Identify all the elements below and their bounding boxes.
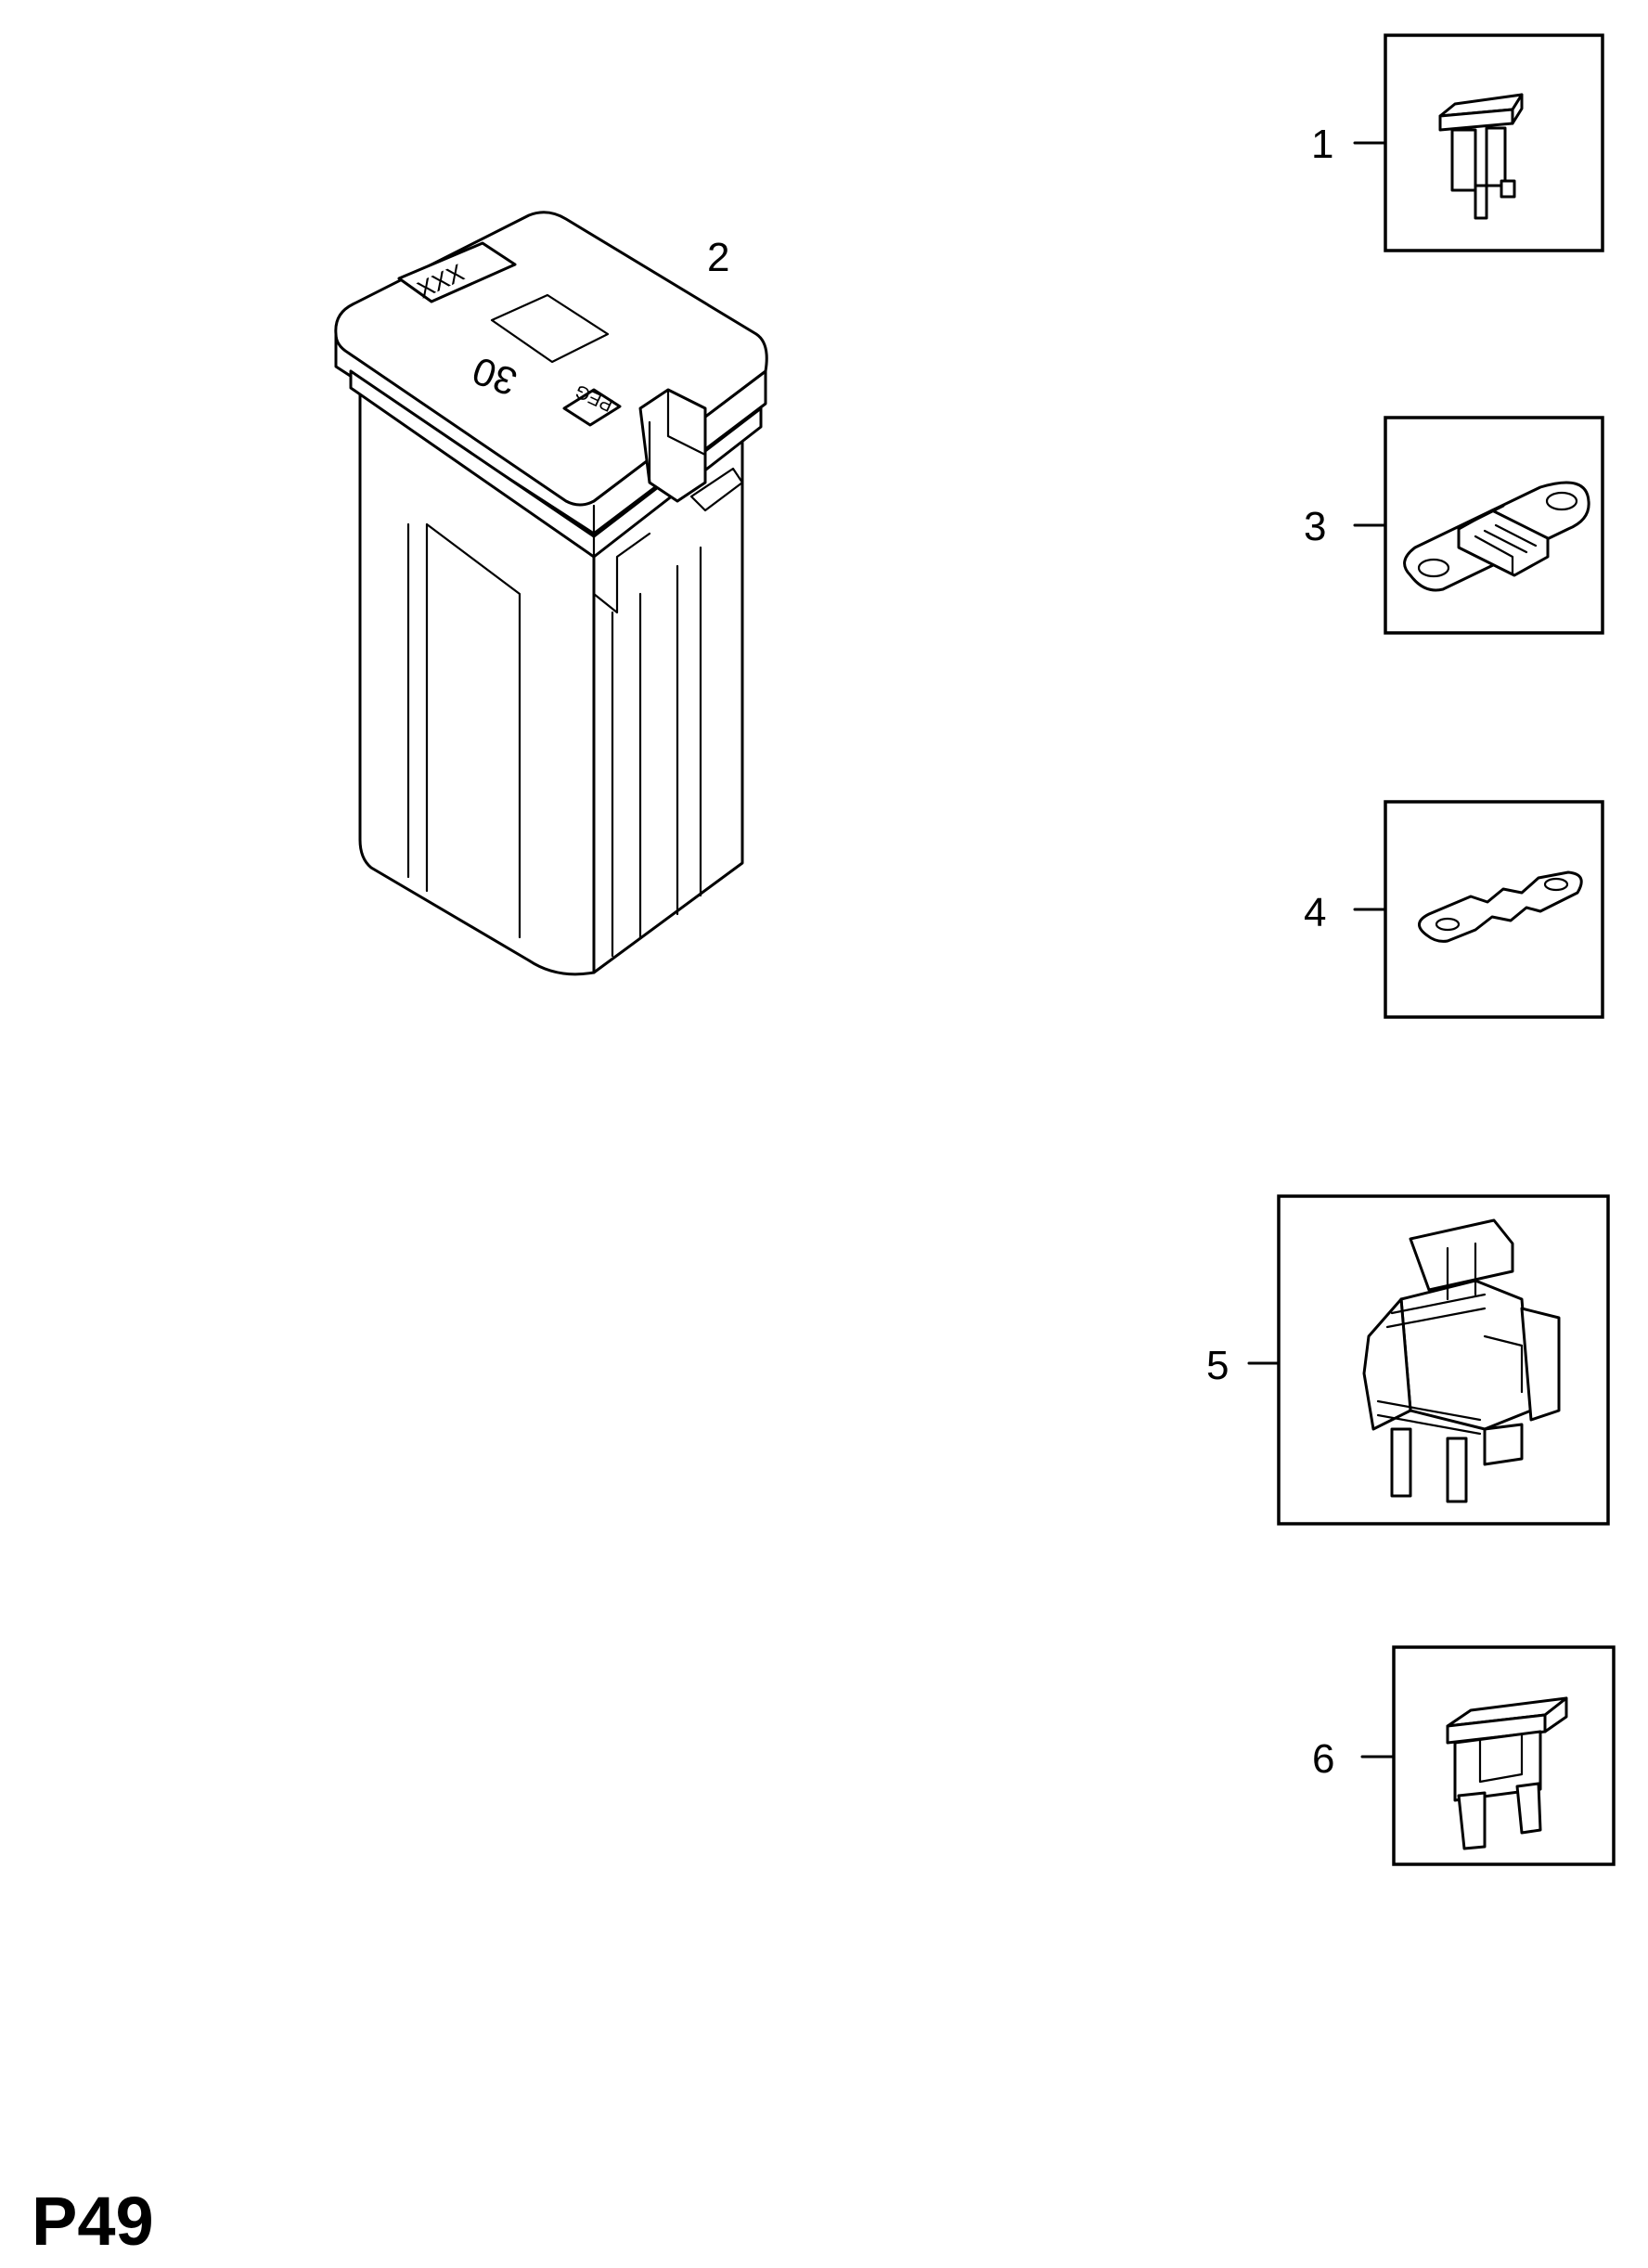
cartridge-fuse-illustration: XXX 30 PEG xyxy=(334,211,768,976)
blade-fuse-illustration xyxy=(1446,1696,1568,1850)
callout-5: 5 xyxy=(1206,1343,1229,1388)
callout-6: 6 xyxy=(1312,1736,1334,1782)
page-code: P49 xyxy=(32,2183,154,2260)
bolt-down-fuse-illustration xyxy=(1403,481,1590,592)
callout-4: 4 xyxy=(1304,890,1326,935)
fusible-link-illustration xyxy=(1418,870,1583,943)
callout-2: 2 xyxy=(707,235,729,280)
callout-3: 3 xyxy=(1304,504,1326,549)
callout-1: 1 xyxy=(1311,122,1333,167)
mini-blade-fuse-illustration xyxy=(1438,93,1524,220)
fuse-holder-illustration xyxy=(1362,1218,1561,1503)
